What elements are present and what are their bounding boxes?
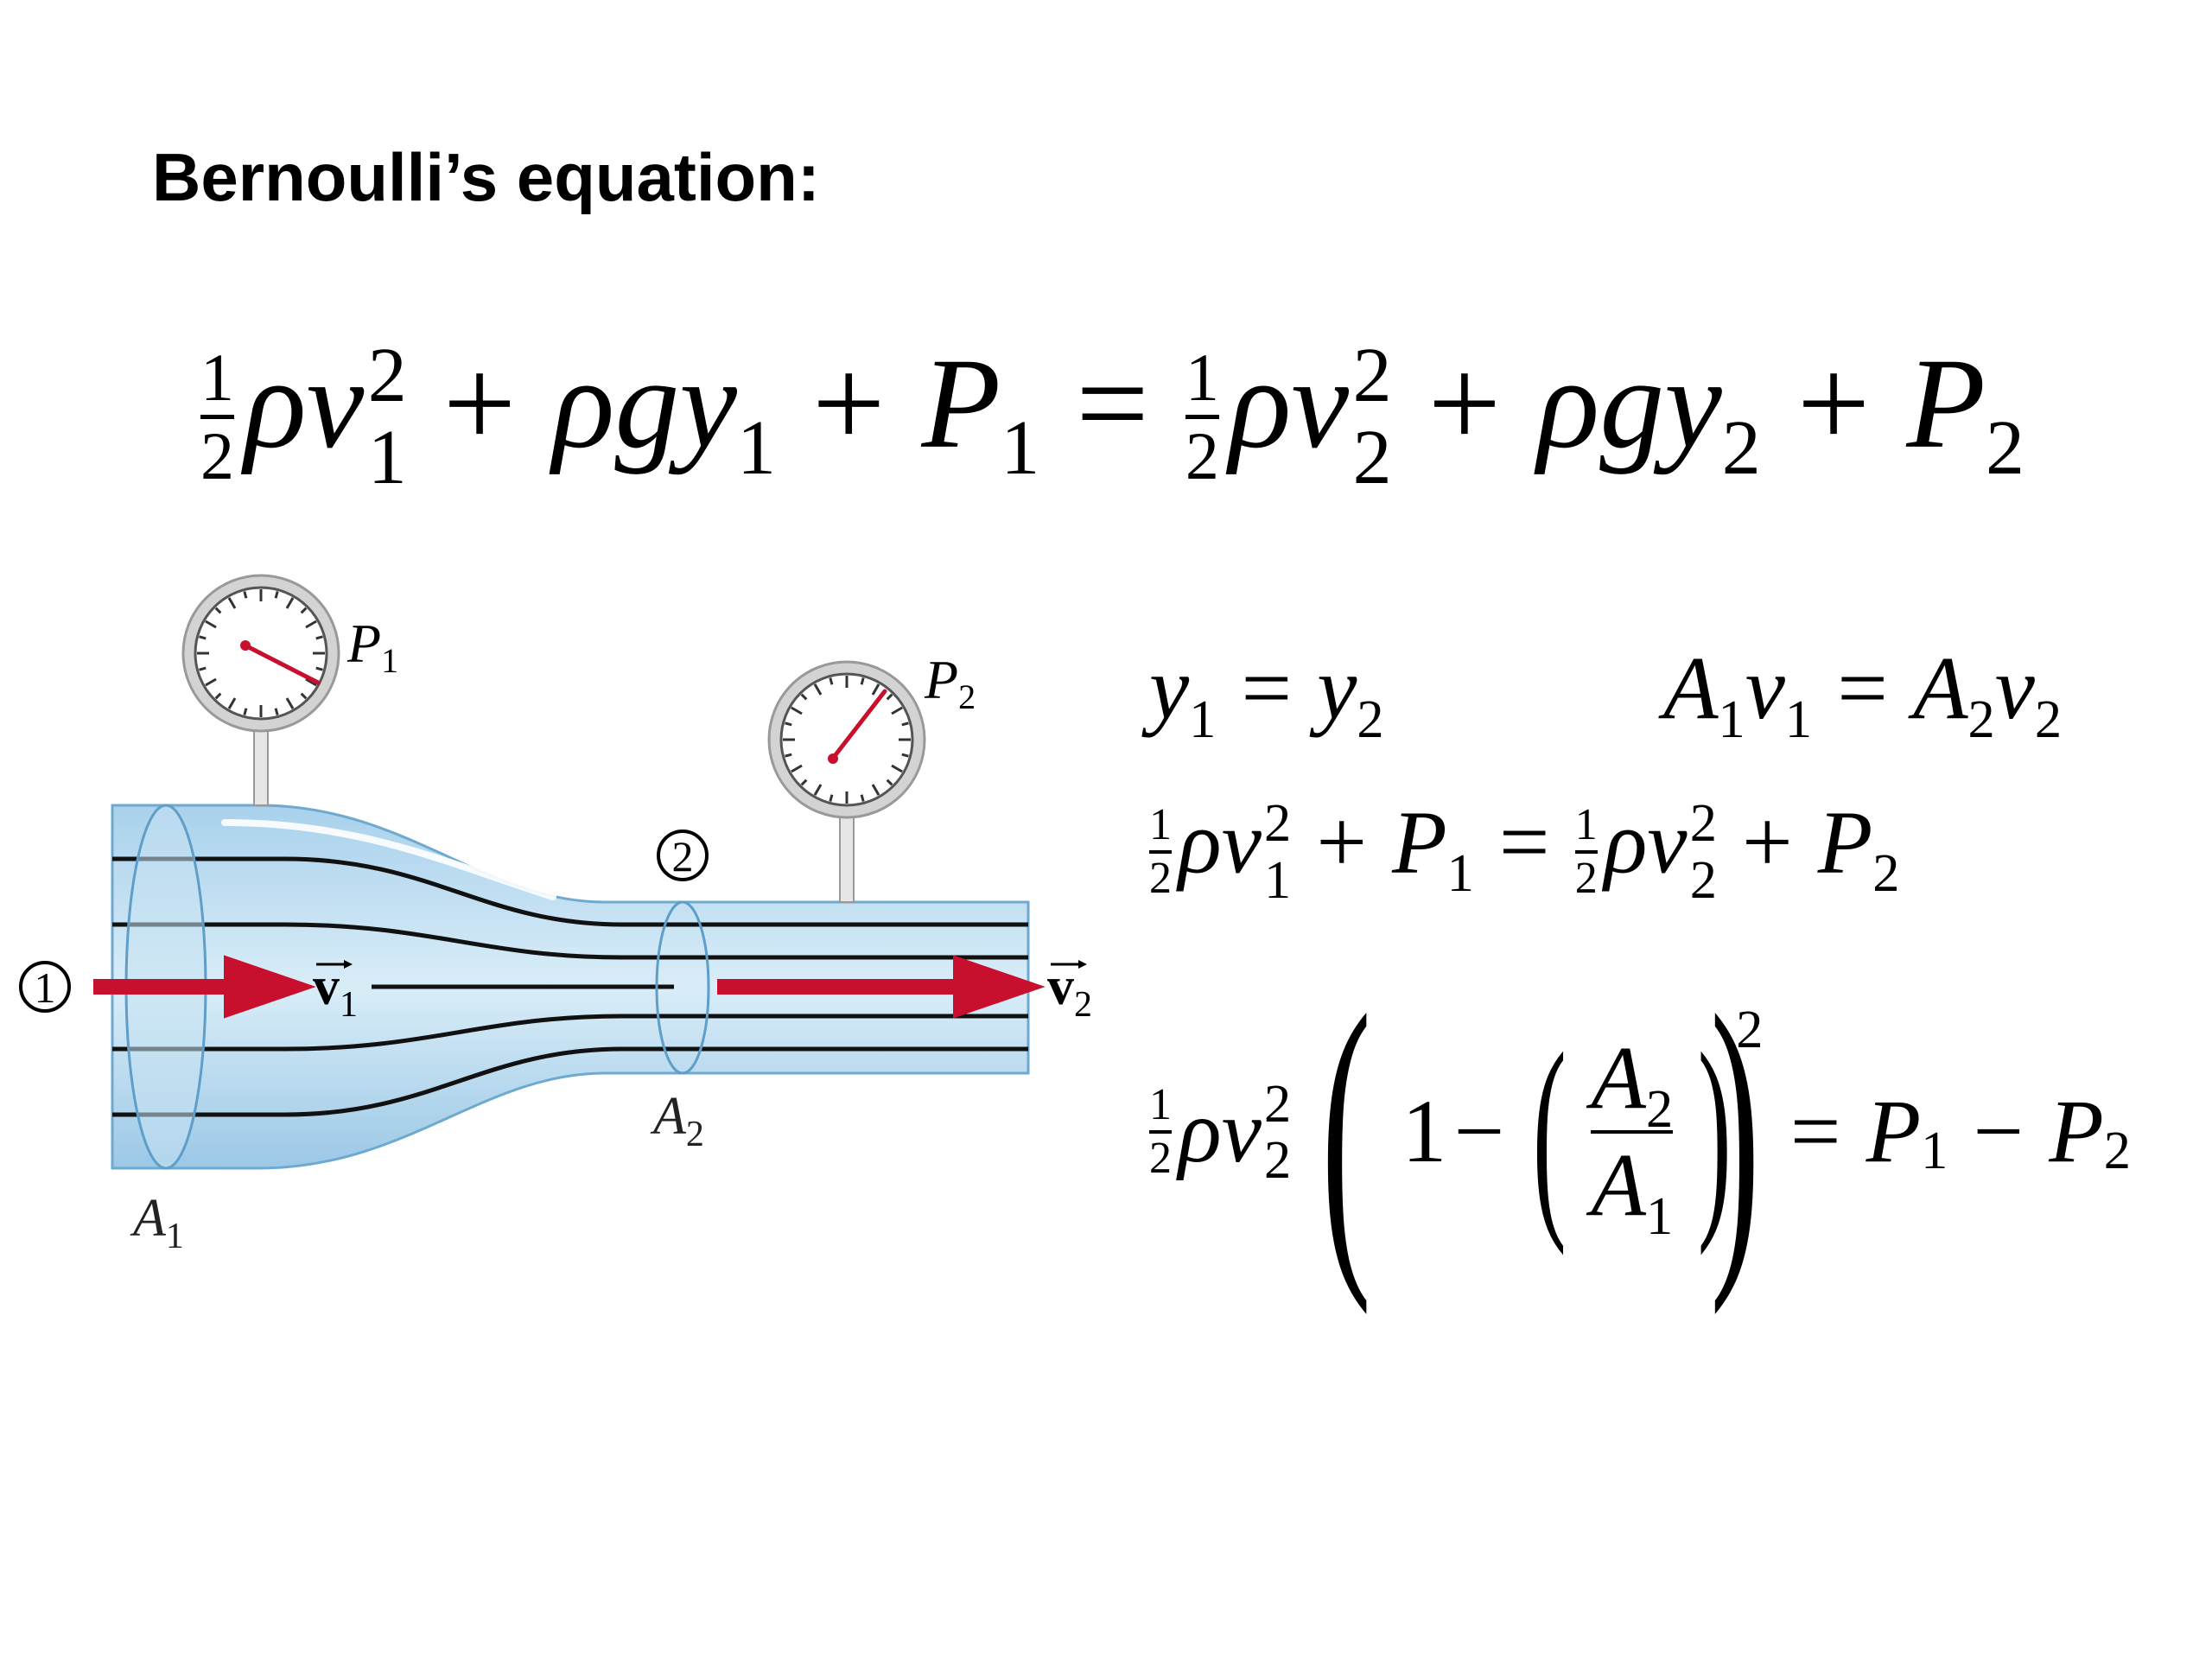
left-paren-outer: ( — [1321, 948, 1372, 1316]
svg-text:2: 2 — [672, 832, 694, 880]
gauge-tick — [243, 591, 248, 599]
gauge-tick — [813, 683, 823, 696]
gauge-tick — [871, 784, 880, 796]
gauge-tick — [285, 597, 295, 609]
gauge-tick — [891, 764, 903, 773]
gauge-tick — [285, 697, 295, 709]
gauge-tick — [829, 794, 834, 802]
gauge-tick — [274, 591, 279, 599]
gauge-tick — [871, 683, 880, 696]
gauge-needle-1 — [241, 642, 321, 685]
slide-title: Bernoulli’s equation: — [152, 139, 820, 215]
pressure-label-1: P1 — [346, 613, 398, 680]
gauge-tick — [214, 692, 222, 700]
gauge-tick — [199, 635, 207, 640]
gauge-tick — [901, 753, 909, 758]
gauge-tick — [886, 779, 893, 786]
svg-text:1: 1 — [35, 963, 56, 1012]
gauge-tick — [800, 779, 808, 786]
velocity-arrow-2 — [717, 955, 1046, 1019]
gauge-tick — [300, 692, 308, 700]
gauge-tick — [791, 764, 803, 773]
pressure-gauge-2 — [767, 660, 926, 903]
gauge-tick — [300, 607, 308, 614]
pressure-gauge-1 — [181, 574, 340, 806]
rho-symbol: ρ — [244, 331, 307, 475]
height-equal-equation: y1=y2 — [1149, 639, 1384, 749]
gauge-tick — [800, 693, 808, 701]
gauge-tick — [829, 677, 834, 685]
area-label-1: A1 — [130, 1189, 184, 1256]
streamline — [112, 1046, 1028, 1117]
right-paren-outer: ) — [1709, 948, 1760, 1316]
gauge-tick — [791, 706, 803, 715]
continuity-equation: A1v1=A2v2 — [1663, 639, 2063, 749]
streamline — [112, 1014, 1028, 1052]
gauge-tick — [227, 697, 237, 709]
gauge-tick — [901, 721, 909, 727]
left-paren-inner: ( — [1532, 1007, 1567, 1257]
gauge-tick — [227, 597, 237, 609]
gauge-tick — [274, 708, 279, 715]
area-ratio: A2 A1 — [1591, 1028, 1674, 1247]
section-marker-2: 2 — [657, 830, 709, 881]
velocity-arrow-1 — [93, 955, 316, 1019]
cross-section-a2 — [655, 900, 710, 1075]
gauge-tick — [205, 620, 217, 629]
velocity-label-1: v1 — [313, 957, 358, 1025]
gauge-tick — [886, 693, 893, 701]
gauge-tick — [243, 708, 248, 715]
gauge-tick — [214, 607, 222, 614]
section-marker-1: 1 — [19, 961, 71, 1013]
streamline — [112, 922, 1028, 960]
gauge-tick — [891, 706, 903, 715]
gauge-tick — [305, 677, 317, 687]
streamlines — [112, 856, 1028, 1117]
streamline — [112, 856, 1028, 927]
gauge-tick — [860, 794, 865, 802]
gauge-tick — [199, 666, 207, 671]
venturi-pipe-diagram: P1 P2 1 2 v1 v2 A2 A1 — [19, 574, 1092, 1256]
gauge-tick — [813, 784, 823, 796]
gauge-needle-2 — [829, 689, 887, 763]
velocity-label-2: v2 — [1047, 957, 1092, 1025]
right-paren-inner: ) — [1698, 1007, 1732, 1257]
gauge-tick — [785, 721, 792, 727]
pressure-label-2: P2 — [924, 649, 976, 716]
pipe-highlight — [221, 819, 556, 900]
gauge-tick — [785, 753, 792, 758]
gauge-tick — [315, 666, 323, 671]
gauge-tick — [305, 620, 317, 629]
gauge-tick — [205, 677, 217, 687]
gauge-tick — [860, 677, 865, 685]
area-label-2: A2 — [650, 1087, 704, 1154]
gauge-tick — [315, 635, 323, 640]
